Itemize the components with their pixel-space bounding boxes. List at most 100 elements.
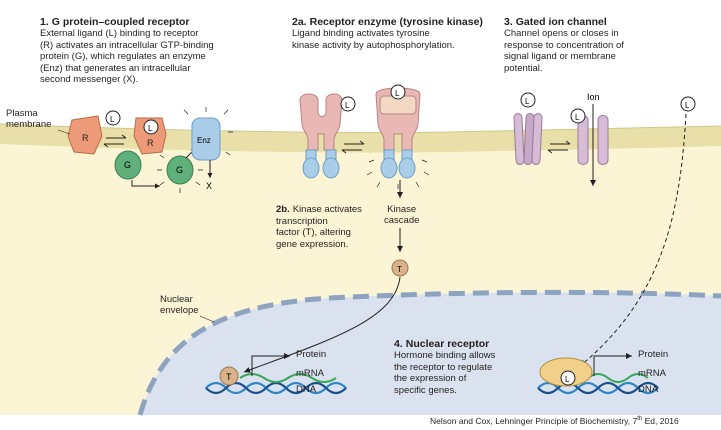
dna-right: L <box>537 353 659 395</box>
rtk-inactive <box>299 93 343 179</box>
receptor-r-inactive <box>67 115 103 155</box>
ligand-channel-free-label: L <box>525 97 530 106</box>
kinase-line-2: factor (T), altering <box>276 227 351 238</box>
equilibrium-arrows-2 <box>341 140 365 154</box>
receptor-enzyme-caption: 2a.Receptor enzyme (tyrosine kinase) Lig… <box>292 16 512 51</box>
tf-cytoplasm <box>391 259 409 277</box>
citation-suffix: Ed, 2016 <box>642 416 679 426</box>
enzyme-label: Enz <box>197 136 211 145</box>
ligand-nuclear-bound-label: L <box>565 375 570 384</box>
nuclear-envelope-label-line-1: Nuclear <box>160 294 193 305</box>
nuclear-receptor-line-3: the expression of <box>394 373 467 384</box>
nuclear-receptor-heading: 4.Nuclear receptor <box>394 338 490 350</box>
nuclear-envelope <box>137 289 721 416</box>
plasma-membrane-label-line-2: membrane <box>6 119 52 130</box>
plasma-membrane-label: Plasma membrane <box>6 108 51 130</box>
citation: Nelson and Cox, Lehninger Principle of B… <box>430 416 679 426</box>
ligand-gpcr <box>143 119 159 135</box>
ligand-channel-bound <box>570 108 586 124</box>
gpcr-caption: 1.G protein–coupled receptor External li… <box>40 16 280 86</box>
second-messenger-label: X <box>206 181 212 191</box>
nuclear-envelope-label-line-2: envelope <box>160 305 199 316</box>
ligand-hormone-free <box>680 96 696 112</box>
gpcr-line-4: (Enz) that generates an intracellular <box>40 62 191 74</box>
gpcr-line-5: second messenger (X). <box>40 74 139 85</box>
ligand-gpcr-label: L <box>148 124 153 133</box>
kinase-line-1: transcription <box>276 215 328 227</box>
ligand-nuclear-bound <box>560 370 576 386</box>
nuclear-receptor-pathway: L <box>579 96 696 367</box>
membrane-line <box>0 123 721 134</box>
gpcr-line-3: protein (G), which regulates an enzyme <box>40 51 206 62</box>
citation-text: Nelson and Cox, Lehninger Principle of B… <box>430 416 638 426</box>
g-protein-2-glow <box>157 154 203 193</box>
ligand-rtk-bound-label: L <box>395 89 400 98</box>
ligand-channel-bound-label: L <box>575 113 580 122</box>
kinase-cascade-label: Kinase cascade <box>384 204 419 226</box>
gpcr-heading: 1.G protein–coupled receptor <box>40 16 190 28</box>
citation-superscript: th <box>637 416 643 423</box>
rtk-glow <box>366 159 430 189</box>
kinase-cascade-label-line-1: Kinase <box>387 204 417 215</box>
nuclear-receptor-line-2: the receptor to regulate <box>394 361 493 373</box>
g-activation-arrow <box>131 180 160 189</box>
g-protein-2 <box>166 155 194 185</box>
kinase-line-3: gene expression. <box>276 238 349 250</box>
g-protein-2-label: G <box>176 165 183 175</box>
protein-label-right: Protein <box>638 349 669 360</box>
ion-channel-line-2: response to concentration of <box>504 39 624 51</box>
mrna-label-right: mRNA <box>638 368 666 379</box>
tf-translocation-arrow <box>243 276 401 373</box>
ion-channel-line-4: potential. <box>504 62 543 74</box>
tf-nuclear <box>219 366 239 386</box>
enzyme <box>191 117 221 161</box>
rtk-pathway: L L T <box>243 84 430 373</box>
gpcr-line-2: (R) activates an intracellular GTP-bindi… <box>40 39 214 51</box>
enzyme-glow <box>183 107 233 156</box>
rtk-active <box>375 87 421 179</box>
receptor-r-active-label: R <box>147 138 154 148</box>
ligand-rtk-free <box>340 96 356 112</box>
dna-label-left: DNA <box>296 384 317 395</box>
plasma-membrane-label-line-1: Plasma <box>6 108 38 119</box>
dna-label-right: DNA <box>638 384 659 395</box>
ion-channel-line-3: signal ligand or membrane <box>504 51 616 62</box>
ion-channel-caption: 3.Gated ion channel Channel opens or clo… <box>504 16 714 74</box>
ligand-hormone-free-label: L <box>685 101 690 110</box>
ligand-rtk-free-label: L <box>345 101 350 110</box>
plasma-membrane-pointer <box>57 129 71 135</box>
ligand-rtk-bound <box>390 84 406 100</box>
channel-open <box>577 115 609 165</box>
receptor-enzyme-line-2: kinase activity by autophosphorylation. <box>292 39 455 51</box>
gpcr-line-1: External ligand (L) binding to receptor <box>40 28 199 39</box>
receptor-enzyme-heading: 2a.Receptor enzyme (tyrosine kinase) <box>292 16 483 28</box>
ion-channel-line-1: Channel opens or closes in <box>504 28 619 39</box>
equilibrium-arrows-1 <box>103 134 127 148</box>
kinase-heading: 2b.Kinase activates <box>276 204 362 215</box>
nuclear-receptor-line-1: Hormone binding allows <box>394 350 496 361</box>
nuclear-receptor-line-4: specific genes. <box>394 384 457 396</box>
hormone-diffusion-arrow <box>579 113 687 367</box>
ion-channel-pathway: L L Ion <box>513 92 609 186</box>
g-protein-1-label: G <box>124 160 131 170</box>
kinase-caption: 2b.Kinase activates transcription factor… <box>276 204 396 250</box>
kinase-cascade-label-line-2: cascade <box>384 215 420 226</box>
nuclear-receptor-caption: 4.Nuclear receptor Hormone binding allow… <box>394 338 544 396</box>
receptor-r-label: R <box>82 133 89 143</box>
equilibrium-arrows-3 <box>547 140 571 154</box>
channel-closed <box>513 113 543 165</box>
tf-cytoplasm-label: T <box>397 265 402 274</box>
gpcr-pathway: R R L L G G Enz X <box>67 107 233 193</box>
dna-left: T <box>205 353 347 395</box>
tf-nuclear-label: T <box>226 372 232 382</box>
g-protein-1 <box>114 150 142 180</box>
nuclear-envelope-label: Nuclear envelope <box>160 294 199 316</box>
ligand-channel-free <box>520 92 536 108</box>
receptor-enzyme-line-1: Ligand binding activates tyrosine <box>292 28 430 39</box>
protein-label-left: Protein <box>296 349 327 360</box>
ligand-free-1 <box>105 110 121 126</box>
ion-channel-heading: 3.Gated ion channel <box>504 16 607 28</box>
nuclear-envelope-pointer <box>199 315 215 323</box>
